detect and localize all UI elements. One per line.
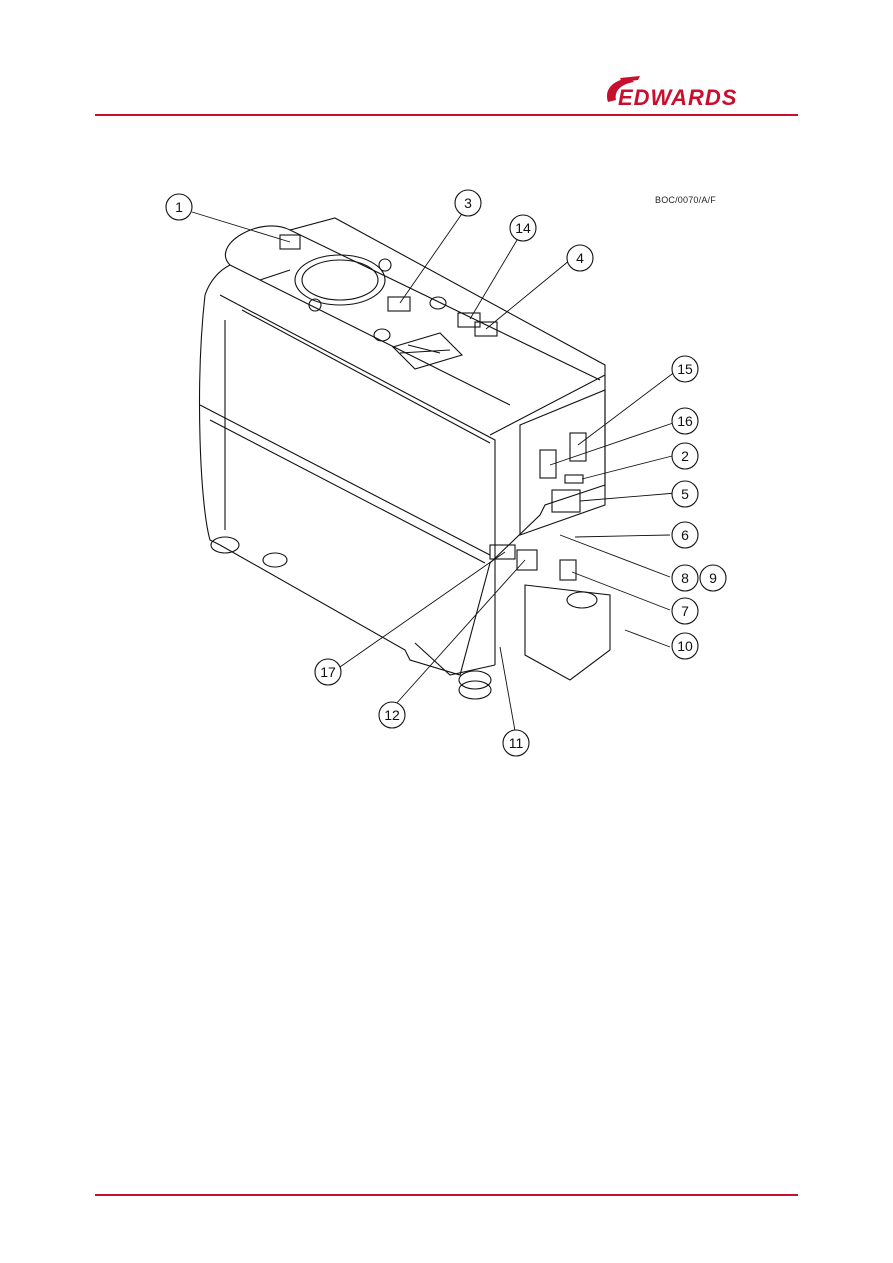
callout-8-label: 8 <box>681 570 689 586</box>
callout-12: 12 <box>379 702 405 728</box>
callout-10: 10 <box>672 633 698 659</box>
callout-1: 1 <box>166 194 192 220</box>
callout-6-label: 6 <box>681 527 689 543</box>
leader-lines <box>192 205 676 742</box>
callout-17: 17 <box>315 659 341 685</box>
callout-7-label: 7 <box>681 603 689 619</box>
callout-16: 16 <box>672 408 698 434</box>
callout-14-label: 14 <box>515 220 531 236</box>
callout-8: 8 <box>672 565 698 591</box>
callout-3-label: 3 <box>464 195 472 211</box>
callout-12-label: 12 <box>384 707 400 723</box>
header-rule <box>95 114 798 116</box>
callout-1-label: 1 <box>175 199 183 215</box>
callout-4: 4 <box>567 245 593 271</box>
callout-15: 15 <box>672 356 698 382</box>
pump-drawing: 1 3 14 4 15 16 2 5 6 8 9 7 <box>150 185 730 760</box>
callout-17-label: 17 <box>320 664 336 680</box>
footer-rule <box>95 1194 798 1196</box>
callout-11: 11 <box>503 730 529 756</box>
callout-5: 5 <box>672 481 698 507</box>
callout-2-label: 2 <box>681 448 689 464</box>
edwards-logo-text: EDWARDS <box>618 85 737 110</box>
callout-2: 2 <box>672 443 698 469</box>
callout-7: 7 <box>672 598 698 624</box>
callout-3: 3 <box>455 190 481 216</box>
callout-9: 9 <box>700 565 726 591</box>
callout-14: 14 <box>510 215 536 241</box>
callout-6: 6 <box>672 522 698 548</box>
callout-4-label: 4 <box>576 250 584 266</box>
pump-body <box>200 218 610 699</box>
callout-11-label: 11 <box>509 735 524 751</box>
edwards-logo: EDWARDS <box>600 72 800 112</box>
callout-9-label: 9 <box>709 570 717 586</box>
callout-16-label: 16 <box>677 413 693 429</box>
callout-5-label: 5 <box>681 486 689 502</box>
callout-10-label: 10 <box>677 638 693 654</box>
callout-15-label: 15 <box>677 361 693 377</box>
